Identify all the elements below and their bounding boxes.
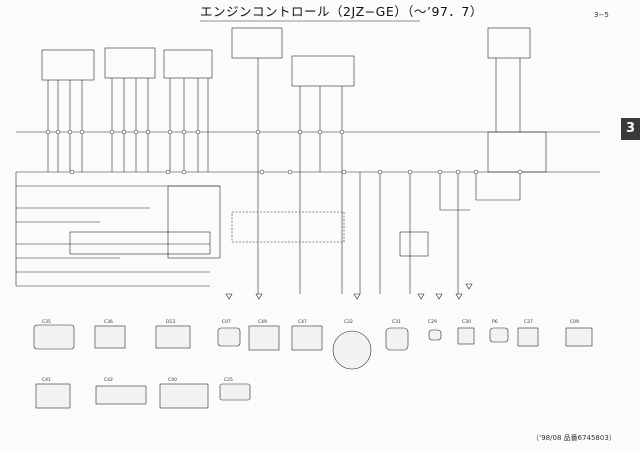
connector-c30-shape xyxy=(457,327,475,345)
connector-label-c40: C40 xyxy=(168,377,177,383)
connector-c09-shape xyxy=(565,327,593,347)
connector-labels: C35 C36 D13 C07 C49 C47 C22 C31 C29 C30 P6 C27 C09C4… xyxy=(42,319,579,383)
connector-label-p6: P6 xyxy=(492,319,498,325)
connector-c27-shape xyxy=(517,327,539,347)
connector-c29-shape xyxy=(428,329,442,341)
noise-filter-box xyxy=(167,185,221,259)
sensor-small-box xyxy=(399,231,429,257)
connector-label-c47: C47 xyxy=(298,319,307,325)
connector-label-c25: C25 xyxy=(224,377,233,383)
connector-c25-shape xyxy=(219,383,251,401)
connector-c49-shape xyxy=(248,325,280,351)
connector-c42-shape xyxy=(95,385,147,405)
wire-nodes xyxy=(45,129,523,175)
connector-label-c35: C35 xyxy=(42,319,51,325)
connector-shapes-row2 xyxy=(35,383,251,409)
connector-label-c29: C29 xyxy=(428,319,437,325)
page-title: エンジンコントロール（2JZ−GE）（〜’97．7） xyxy=(200,4,483,19)
connector-label-c07: C07 xyxy=(222,319,231,325)
connector-label-c42: C42 xyxy=(104,377,113,383)
sensor-box xyxy=(163,49,213,79)
connector-label-d13: D13 xyxy=(166,319,175,325)
connector-label-c31: C31 xyxy=(392,319,401,325)
connector-d13-shape xyxy=(155,325,191,349)
connector-label-c49: C49 xyxy=(258,319,267,325)
connector-c47-shape xyxy=(291,325,323,351)
connector-p6-shape xyxy=(489,327,509,343)
efi-relay-box xyxy=(291,55,355,87)
connector-c41-shape xyxy=(35,383,71,409)
connector-c40-shape xyxy=(159,383,209,409)
connector-label-c22: C22 xyxy=(344,319,353,325)
fuse-box-left xyxy=(231,27,283,59)
connector-c35-shape xyxy=(33,324,75,350)
connector-c36-shape xyxy=(94,325,126,349)
injector-relay-box xyxy=(41,49,95,81)
connector-label-c36: C36 xyxy=(104,319,113,325)
connector-label-c41: C41 xyxy=(42,377,51,383)
section-tab: 3 xyxy=(621,118,640,140)
connector-label-c09: C09 xyxy=(570,319,579,325)
page-number: 3−5 xyxy=(594,11,609,19)
wiring-lines xyxy=(15,20,600,300)
connector-c22-shape xyxy=(332,330,372,370)
footer-code: （’98/08 品番6745803） xyxy=(532,434,616,442)
ignition-coil-box xyxy=(69,231,211,255)
main-relay-box xyxy=(487,131,547,173)
connector-label-c27: C27 xyxy=(524,319,533,325)
shield-box xyxy=(231,211,345,243)
connector-c07-shape xyxy=(217,327,241,347)
connector-shapes-row1 xyxy=(33,324,593,370)
connector-label-c30: C30 xyxy=(462,319,471,325)
igniter-box xyxy=(104,47,156,79)
fuse-box-right xyxy=(487,27,531,59)
connector-c31-shape xyxy=(385,327,409,351)
